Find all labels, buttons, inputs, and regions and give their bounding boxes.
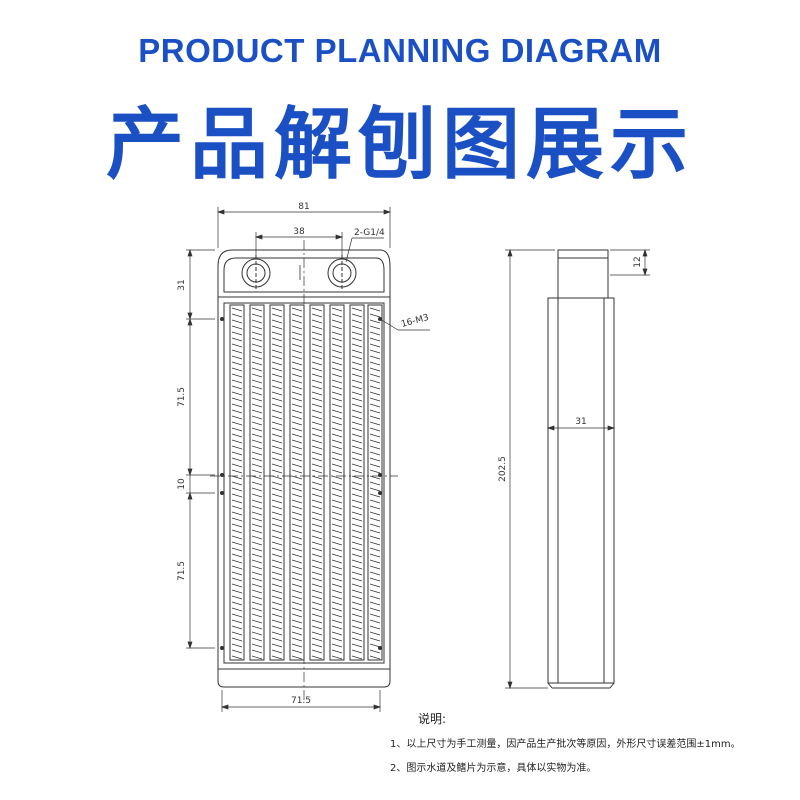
side-view: [547, 249, 615, 689]
notes-block: 说明: 1、以上尺寸为手工测量，因产品生产批次等原因，外形尺寸误差范围±1mm。…: [390, 710, 790, 783]
page-title-chinese: 产品解刨图展示: [105, 100, 694, 190]
fin-lines: [311, 307, 323, 660]
mounting-holes: [220, 317, 382, 650]
front-view: [210, 240, 398, 700]
fin-lines: [369, 307, 381, 660]
fin-lines: [251, 307, 263, 660]
side-port-fitting: [557, 249, 609, 299]
fin-lines: [351, 307, 363, 660]
dim-hole-pitch-upper: 71.5: [177, 387, 187, 407]
notes-line-1: 1、以上尺寸为手工测量，因产品生产批次等原因，外形尺寸误差范围±1mm。: [390, 739, 741, 750]
fin-pattern: [231, 307, 381, 660]
dim-thickness: 31: [575, 417, 586, 427]
dim-hole-gap: 10: [177, 478, 187, 490]
dim-bottom-hole-span: 71.5: [291, 696, 311, 706]
dim-port-thread: 2-G1/4: [354, 228, 385, 238]
dim-port-height: 12: [633, 256, 643, 267]
notes-line-2: 2、图示水道及鳍片为示意，具体以实物为准。: [390, 763, 597, 774]
fin-lines: [231, 307, 243, 660]
fin-lines: [271, 307, 283, 660]
dim-port-spacing: 38: [293, 227, 305, 237]
dim-screw-spec: 16-M3: [400, 313, 430, 330]
top-end-tank: [217, 249, 391, 298]
fin-lines: [331, 307, 343, 660]
dim-overall-length: 202.5: [498, 456, 508, 482]
notes-title: 说明:: [418, 712, 447, 726]
side-dimension-lines: [505, 248, 650, 690]
dim-top-height: 31: [177, 279, 187, 290]
page-title-english: PRODUCT PLANNING DIAGRAM: [138, 32, 662, 69]
dim-hole-pitch-lower: 71.5: [177, 561, 187, 581]
front-dimension-lines: [186, 207, 430, 712]
dim-overall-width: 81: [298, 202, 309, 212]
fin-lines: [291, 307, 303, 660]
tube-columns: [229, 304, 383, 661]
